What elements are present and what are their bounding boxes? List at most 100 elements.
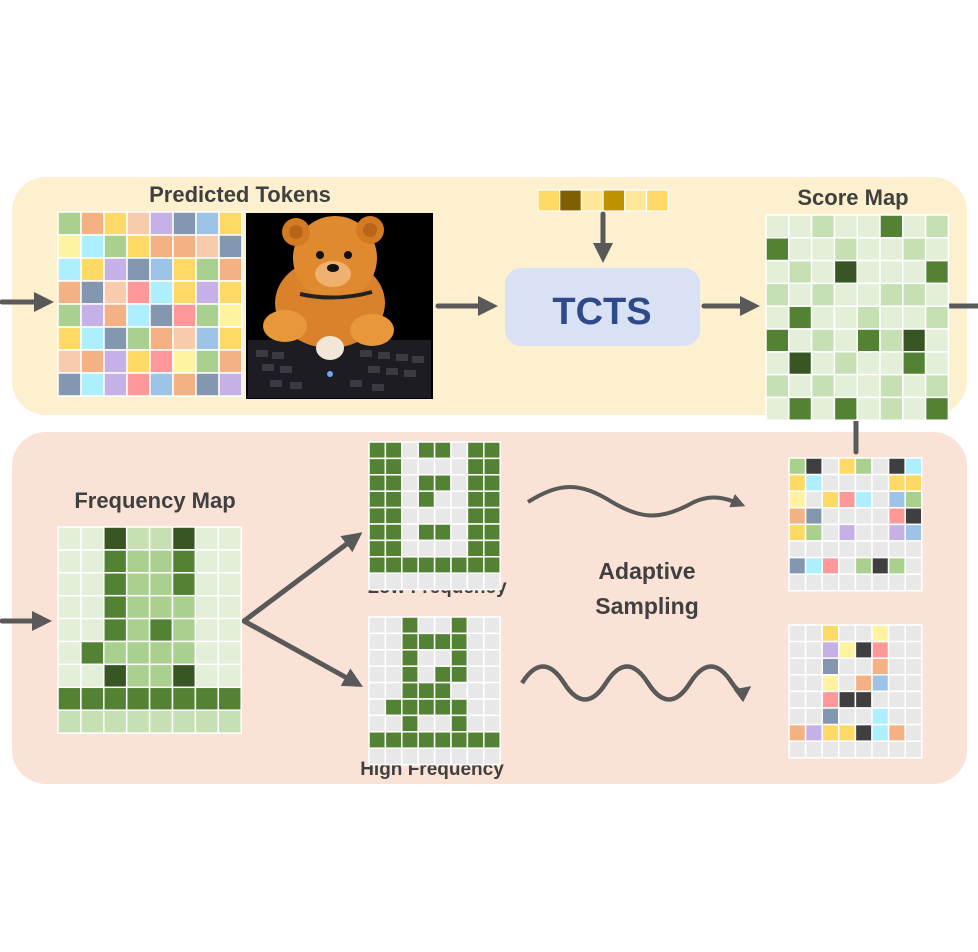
grid-cell xyxy=(433,731,452,749)
grid-cell xyxy=(217,549,242,574)
grid-cell xyxy=(433,539,452,558)
grid-cell xyxy=(788,282,813,307)
grid-cell xyxy=(483,490,501,509)
grid-cell xyxy=(149,372,174,397)
grid-cell xyxy=(871,657,890,676)
grid-cell xyxy=(838,640,857,659)
grid-cell xyxy=(466,556,485,574)
grid-cell xyxy=(838,523,857,542)
grid-cell xyxy=(804,624,823,643)
grid-cell xyxy=(368,714,387,733)
grid-cell xyxy=(483,714,501,733)
grid-cell xyxy=(125,594,151,620)
grid-cell xyxy=(466,616,485,635)
grid-cell xyxy=(218,303,243,328)
grid-cell xyxy=(483,747,501,766)
grid-cell xyxy=(804,740,823,759)
grid-cell xyxy=(788,640,807,659)
grid-cell xyxy=(821,624,840,643)
grid-cell xyxy=(125,526,151,551)
grid-cell xyxy=(871,556,890,575)
grid-cell xyxy=(788,490,807,509)
grid-cell xyxy=(904,690,923,709)
frequency-map-grid xyxy=(57,526,242,734)
grid-cell xyxy=(821,707,840,726)
grid-cell xyxy=(126,349,151,374)
grid-cell xyxy=(821,657,840,676)
grid-cell xyxy=(80,372,105,397)
grid-cell xyxy=(80,326,105,351)
grid-cell xyxy=(450,731,469,749)
grid-cell xyxy=(433,665,452,684)
grid-cell xyxy=(218,326,243,351)
grid-cell xyxy=(804,573,823,592)
grid-cell xyxy=(466,698,485,717)
teddy-bear-image xyxy=(246,213,433,399)
grid-cell xyxy=(879,282,904,307)
grid-cell xyxy=(195,349,220,374)
grid-cell xyxy=(171,663,197,689)
grid-cell xyxy=(125,617,151,643)
grid-cell xyxy=(904,573,923,592)
query-token-bar xyxy=(537,189,669,212)
grid-cell xyxy=(57,349,82,374)
grid-cell xyxy=(171,640,197,666)
grid-cell xyxy=(80,349,105,374)
grid-cell xyxy=(879,373,904,399)
grid-cell xyxy=(195,234,220,259)
grid-cell xyxy=(833,282,858,307)
grid-cell xyxy=(838,473,857,492)
grid-cell xyxy=(483,506,501,525)
grid-cell xyxy=(821,490,840,509)
grid-cell xyxy=(194,709,220,734)
grid-cell xyxy=(804,507,823,526)
grid-cell xyxy=(871,523,890,542)
grid-cell xyxy=(856,259,881,285)
grid-cell xyxy=(171,572,197,597)
grid-cell xyxy=(401,616,419,635)
grid-cell xyxy=(924,259,950,285)
grid-cell xyxy=(871,624,890,643)
grid-cell xyxy=(804,640,823,659)
grid-cell xyxy=(856,351,881,376)
grid-cell xyxy=(904,674,923,693)
grid-cell xyxy=(433,556,452,574)
grid-cell xyxy=(172,372,197,397)
grid-cell xyxy=(854,674,873,693)
grid-cell xyxy=(483,523,501,542)
grid-cell xyxy=(871,473,890,492)
bottom-panel xyxy=(12,432,967,784)
grid-cell xyxy=(871,507,890,526)
grid-cell xyxy=(904,723,923,742)
grid-cell xyxy=(838,674,857,693)
grid-cell xyxy=(417,698,436,717)
grid-cell xyxy=(384,539,403,558)
grid-cell xyxy=(368,556,387,574)
grid-cell xyxy=(384,731,403,749)
grid-cell xyxy=(171,594,197,620)
grid-cell xyxy=(384,523,403,542)
grid-cell xyxy=(902,396,927,421)
grid-cell xyxy=(172,349,197,374)
tcts-label: TCTS xyxy=(552,291,651,333)
grid-cell xyxy=(904,490,923,509)
grid-cell xyxy=(417,649,436,667)
grid-cell xyxy=(57,326,82,351)
grid-cell xyxy=(788,237,813,262)
grid-cell xyxy=(804,657,823,676)
grid-cell xyxy=(417,457,436,476)
grid-cell xyxy=(804,723,823,742)
grid-cell xyxy=(103,526,128,551)
grid-cell xyxy=(384,556,403,574)
grid-cell xyxy=(401,665,419,684)
grid-cell xyxy=(126,326,151,351)
grid-cell xyxy=(838,490,857,509)
grid-cell xyxy=(401,490,419,509)
grid-cell xyxy=(103,372,128,397)
grid-cell xyxy=(765,328,790,353)
grid-cell xyxy=(788,690,807,709)
grid-cell xyxy=(804,490,823,509)
grid-cell xyxy=(856,214,881,239)
grid-cell xyxy=(924,237,950,262)
grid-cell xyxy=(450,747,469,766)
